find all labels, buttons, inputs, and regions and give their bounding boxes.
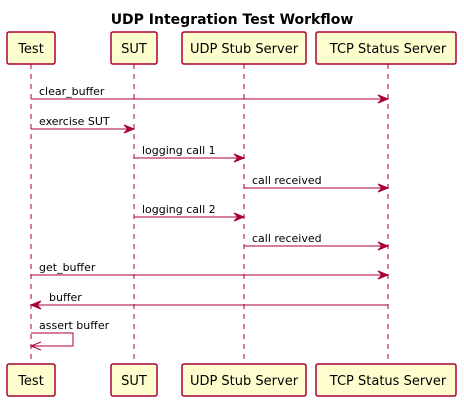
participant-box [6,31,56,65]
participant-box [315,31,457,65]
diagram-title: UDP Integration Test Workflow [111,12,354,28]
participant-box [181,363,307,397]
message-arrowhead [377,183,390,193]
message-label: call received [252,232,322,245]
message-arrowhead [123,124,136,134]
message-label: logging call 1 [142,144,216,157]
participant-box [6,363,56,397]
message-arrowhead [377,241,390,251]
participant-label: UDP Stub Server [190,374,299,389]
message-7: get_buffer [31,261,390,280]
participant-label: Test [17,42,44,57]
participant-label: Test [17,374,44,389]
participant-label: SUT [121,374,147,389]
participant-tcp-bottom: TCP Status Server [315,363,457,397]
participant-sut-bottom: SUT [110,363,158,397]
participant-box [110,31,158,65]
message-3: logging call 1 [134,144,246,163]
message-label: exercise SUT [39,115,110,128]
message-arrowhead [233,153,246,163]
participant-udp-top: UDP Stub Server [181,31,307,65]
participant-label: TCP Status Server [329,374,447,389]
message-arrowhead [29,341,42,351]
participant-sut-top: SUT [110,31,158,65]
message-label: logging call 2 [142,203,216,216]
participant-box [315,363,457,397]
message-1: clear_buffer [31,85,390,104]
participant-box [181,31,307,65]
message-9: assert buffer [29,319,110,351]
participant-label: UDP Stub Server [190,42,299,57]
messages: clear_buffer exercise SUT logging call 1 ca… [29,85,390,351]
participant-box [110,363,158,397]
participant-test-bottom: Test [6,363,56,397]
message-4: call received [244,174,390,193]
participant-label: TCP Status Server [329,42,447,57]
message-line [31,332,74,347]
message-2: exercise SUT [31,115,136,134]
message-label: clear_buffer [39,85,105,98]
message-8: buffer [29,291,388,310]
message-label: call received [252,174,322,187]
lifelines [30,64,389,364]
participant-label: SUT [121,42,147,57]
message-6: call received [244,232,390,251]
participant-test-top: Test [6,31,56,65]
message-label: get_buffer [39,261,96,274]
message-arrowhead [377,94,390,104]
message-arrowhead [377,270,390,280]
message-arrowhead [29,300,42,310]
participant-udp-bottom: UDP Stub Server [181,363,307,397]
message-label: assert buffer [39,319,110,332]
message-arrowhead [233,212,246,222]
participant-tcp-top: TCP Status Server [315,31,457,65]
message-label: buffer [49,291,82,304]
message-5: logging call 2 [134,203,246,222]
